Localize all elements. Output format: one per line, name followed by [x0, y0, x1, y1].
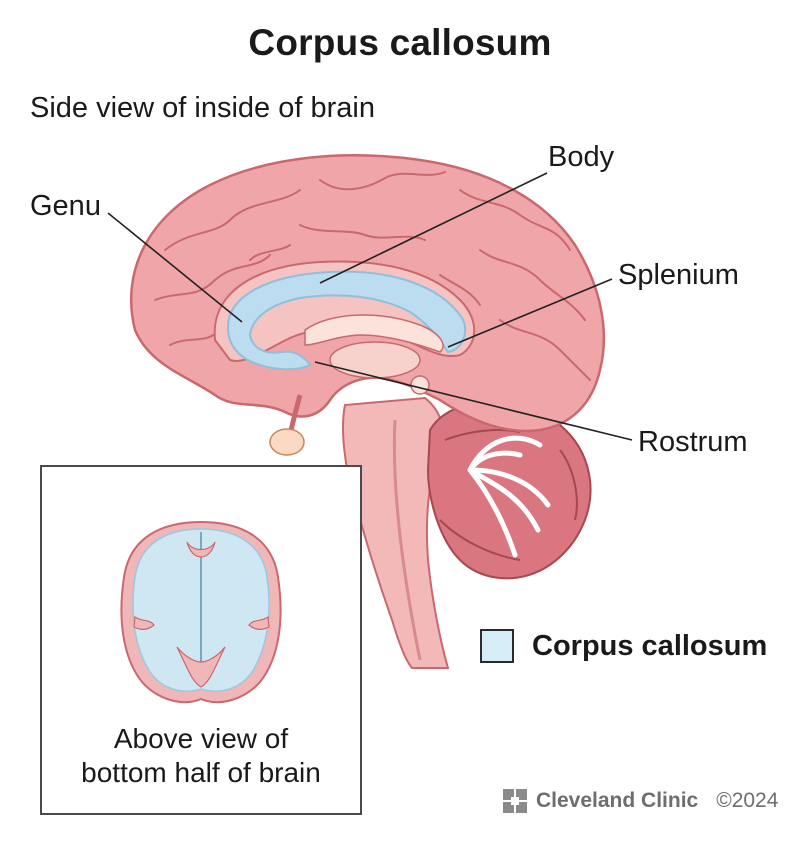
top-view-brain: [120, 520, 282, 704]
inset-caption-line2: bottom half of brain: [81, 757, 321, 788]
label-genu: Genu: [30, 190, 101, 222]
rostrum-leader: [314, 361, 633, 441]
thalamus: [329, 341, 421, 379]
body-leader: [319, 172, 548, 284]
label-rostrum: Rostrum: [638, 426, 748, 458]
inset-caption-line1: Above view of: [113, 723, 289, 754]
brand-name: Cleveland Clinic: [536, 789, 699, 812]
label-body: Body: [548, 141, 615, 173]
legend: Corpus callosum: [480, 629, 767, 663]
inset-caption: Above view of bottom half of brain: [42, 722, 360, 790]
spinal-canal-line: [392, 419, 422, 661]
copyright: ©2024: [716, 789, 779, 812]
page-title: Corpus callosum: [248, 22, 552, 63]
genu-leader: [107, 212, 243, 323]
inset-panel: Above view of bottom half of brain: [40, 465, 362, 815]
pineal-gland: [410, 375, 430, 395]
fornix: [304, 314, 444, 353]
legend-swatch: [480, 629, 514, 663]
top-view-gray-folds: [133, 541, 270, 688]
branding: Cleveland Clinic ©2024: [502, 788, 778, 814]
cerebellum-arbor-vitae: [467, 435, 551, 558]
label-splenium: Splenium: [618, 259, 739, 291]
splenium-leader: [447, 278, 613, 348]
cleveland-clinic-logo-icon: [503, 789, 527, 813]
legend-label: Corpus callosum: [532, 629, 768, 662]
subtitle: Side view of inside of brain: [30, 92, 375, 124]
corpus-callosum: [226, 270, 467, 371]
pituitary-gland: [269, 428, 305, 456]
